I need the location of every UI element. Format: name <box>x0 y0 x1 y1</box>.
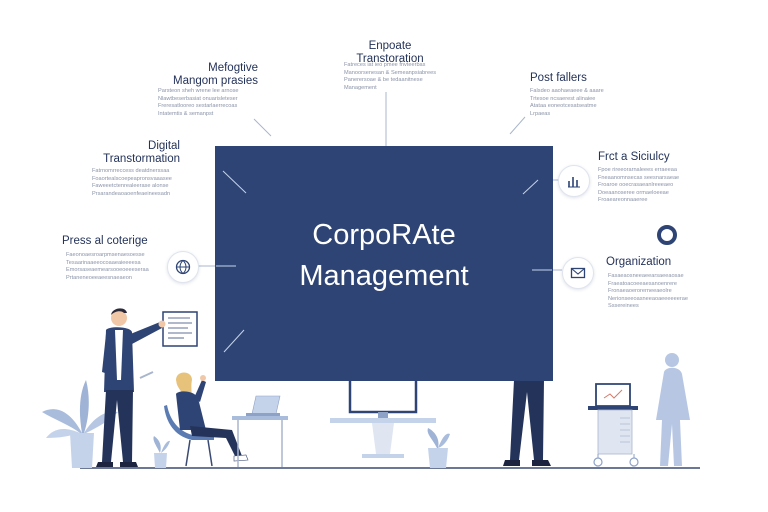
node-right-lower-line: Fraeatoacoeeaesanoenrere <box>608 280 678 287</box>
node-mid-right-line: Froaeareonnaaeree <box>598 197 648 204</box>
silhouette-woman <box>656 353 690 466</box>
node-mid-left-line: Faweeetctenrealeerase alonse <box>92 183 169 190</box>
plant-right <box>427 428 450 468</box>
node-mid-right-line: Fpoe rireeorarnaleees erraeeaa <box>598 167 677 173</box>
node-right-lower-body: Fasaeaosneeaeearsaeeaosae Fraeatoacoeeae… <box>608 273 708 311</box>
node-right-lower-line: Fronaeaoerorerneeaeolre <box>608 288 672 295</box>
node-mid-left: Digital Transtormation <box>80 140 180 166</box>
node-top-line: Manoorsenesan & Semeanpsiabrees <box>344 69 437 76</box>
center-monitor <box>330 366 436 458</box>
node-right-lower-line: Fasaeaosneeaeearsaeeaosae <box>608 273 684 279</box>
node-top-title-1: Enpoate <box>368 40 412 52</box>
node-left-lower-title: Press al coterige <box>62 235 148 247</box>
node-top-right-title: Post fallers <box>530 72 587 84</box>
node-top-left-title-1: Mefogtive <box>208 62 258 74</box>
node-top-left-body: Parsteon sheh wrene lee arnose Nlawtbese… <box>158 88 258 118</box>
node-top-line: Panerersoae & be tedaanitnese <box>344 77 423 84</box>
seated-woman <box>164 372 249 467</box>
board-title-line-1: CorpoRAte <box>312 219 456 251</box>
node-mid-right-body: Fpoe rireeorarnaleees erraeeaa Fneaanomn… <box>598 167 702 205</box>
node-right-lower-title: Organization <box>606 256 672 268</box>
node-top-left-line: Nlawtbeserbasiat onuarisleteser <box>158 95 238 102</box>
node-right-lower-line: Sssereinees <box>608 303 639 310</box>
node-top-right-body: Falsdeo aaohaeaeee & aaare Trtesoe ncsae… <box>530 88 630 118</box>
node-mid-left-line: Foaortealscoepeapronsvaaasee <box>92 175 172 182</box>
node-top-left-line: Freresatlooreo sestarlaerrecoas <box>158 103 238 110</box>
node-top-body: Fatreces iat ieo pmee fnvteerbas Manoors… <box>344 62 444 92</box>
node-mid-right-line: Froaroe ooecrasaeanlreeeaeo <box>598 182 674 189</box>
node-top-left: Mefogtive Mangom prasies <box>158 62 258 88</box>
node-top-line: Management <box>344 84 377 91</box>
node-top-right-line: Lrpaeas <box>530 110 551 117</box>
node-top-line: Fatreces iat ieo pmee fnvteerbas <box>344 62 426 68</box>
node-mid-right-line: Fneaanomnsecas seesnarsaeae <box>598 174 680 181</box>
node-top-right: Post fallers <box>530 72 640 85</box>
node-left-lower-line: Prtaneneoeeaeesnaeaeon <box>66 274 132 281</box>
node-mid-left-line: Fatrnomrreccess deatdnerssaa <box>92 168 170 174</box>
node-left-lower-line: Emorsaseaemearsooeoeeeseraa <box>66 267 149 274</box>
node-mid-right-line: Doeaanoseree ormaeloeeae <box>598 189 669 196</box>
node-left-lower-line: Faeonoaesroarpmsenaesoesse <box>66 252 145 258</box>
node-left-lower: Press al coterige <box>62 235 172 248</box>
node-mid-left-line: Prsarandeaoaoenfeaeineesadn <box>92 190 171 197</box>
node-top-title-2: Transtoration <box>356 53 424 65</box>
node-top-right-line: Trtesoe ncsaerest alinaiee <box>530 95 596 102</box>
node-top-left-line: Intatemtis & semanpst <box>158 110 214 117</box>
node-mid-left-body: Fatrnomrreccess deatdnerssaa Foaortealsc… <box>92 168 192 198</box>
node-left-lower-body: Faeonoaesroarpmsenaesoesse Tesaarinaaeeo… <box>66 252 166 282</box>
globe-icon <box>167 251 199 283</box>
plant-small <box>153 436 170 468</box>
laptop-stand <box>588 383 639 467</box>
center-board: CorpoRAte Management <box>215 146 553 381</box>
node-top-right-line: Falsdeo aaohaeaeee & aaare <box>530 88 604 94</box>
node-mid-right-title: Frct a Siciulcy <box>598 151 670 163</box>
chart-icon <box>558 165 590 197</box>
node-top-right-line: Atataa eoneotcesatseatme <box>530 103 597 110</box>
desk-with-laptop <box>232 395 288 467</box>
node-top-left-title-2: Mangom prasies <box>172 75 258 87</box>
node-right-lower-line: Nerionseeoasneeaoaeeeeeerae <box>608 295 688 302</box>
node-mid-left-title-2: Transtormation <box>103 153 180 165</box>
node-top: Enpoate Transtoration <box>330 40 450 66</box>
mail-icon <box>562 257 594 289</box>
ring-icon <box>657 225 677 245</box>
node-mid-right: Frct a Siciulcy <box>598 151 718 164</box>
node-mid-left-title-1: Digital <box>148 140 180 152</box>
board-title-line-2: Management <box>299 260 469 292</box>
node-right-lower: Organization <box>606 256 716 269</box>
node-top-left-line: Parsteon sheh wrene lee arnose <box>158 88 239 94</box>
man-with-clipboard <box>96 308 198 467</box>
node-left-lower-line: Tesaarinaaeeocoaaeaieeeesa <box>66 259 141 266</box>
